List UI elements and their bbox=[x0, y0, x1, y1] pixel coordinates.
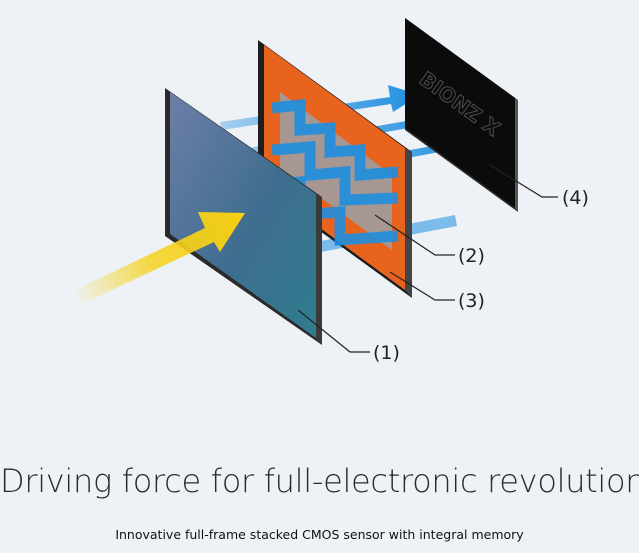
subheadline: Innovative full-frame stacked CMOS senso… bbox=[115, 527, 524, 542]
callout-label-2: (2) bbox=[458, 245, 485, 267]
leader-line-3 bbox=[389, 271, 455, 301]
callout-label-1: (1) bbox=[373, 342, 400, 364]
processor-panel: BIONZ X bbox=[405, 18, 518, 212]
circuit-panel bbox=[258, 40, 412, 298]
callout-label-3: (3) bbox=[458, 290, 485, 312]
sensor-stack-diagram: BIONZ X (4) (2) (3) (1) bbox=[75, 18, 589, 364]
leader-line-4 bbox=[489, 164, 558, 198]
leader-line-2 bbox=[374, 214, 455, 256]
light-arrow bbox=[75, 212, 245, 304]
headline: Driving force for full-electronic revolu… bbox=[0, 462, 639, 500]
callout-label-4: (4) bbox=[562, 187, 589, 209]
leader-line-1 bbox=[297, 309, 370, 353]
